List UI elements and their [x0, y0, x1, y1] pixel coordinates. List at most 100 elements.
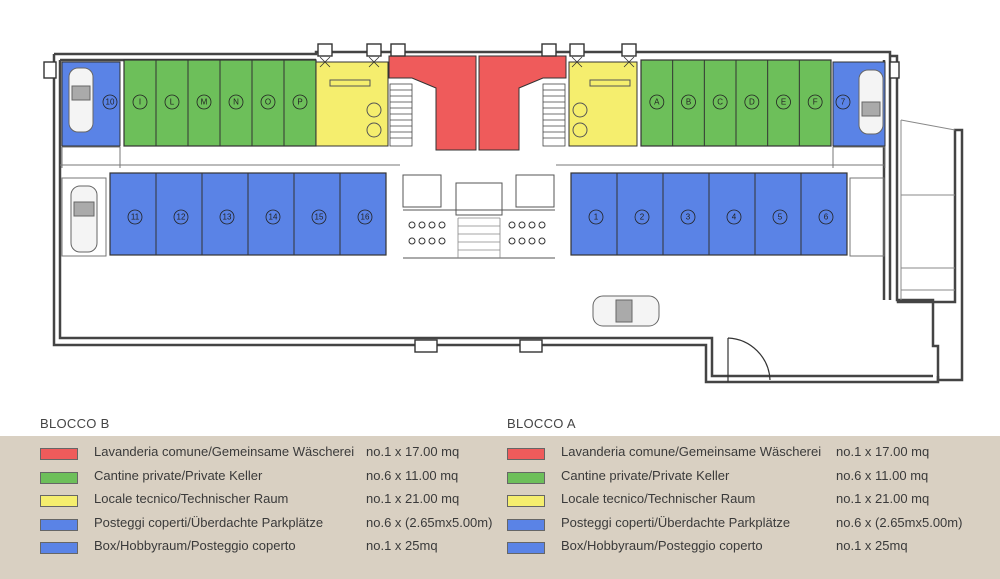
cellar-unit-label: F — [813, 98, 818, 107]
unit-marker — [835, 94, 851, 110]
unit-marker — [726, 209, 742, 225]
cellar-unit-label: N — [233, 98, 239, 107]
parking-unit-label: 5 — [778, 213, 783, 222]
legend-quantity: no.6 x (2.65mx5.00m) — [836, 514, 963, 530]
legend-label: Box/Hobbyraum/Posteggio coperto — [561, 538, 763, 554]
laundry-a — [478, 55, 567, 151]
legend-swatch — [507, 542, 545, 555]
unit-marker — [219, 209, 235, 225]
bike-rack-icon — [408, 221, 546, 245]
exterior-ramp — [900, 119, 956, 300]
block-b-title: BLOCCO B — [40, 416, 110, 431]
cellar-unit-label: O — [265, 98, 271, 107]
unit-marker — [776, 94, 791, 110]
legend-quantity: no.1 x 17.00 mq — [836, 444, 930, 459]
cellar-unit-label: B — [686, 98, 691, 107]
legend-swatch — [40, 518, 78, 531]
legend-quantity: no.1 x 25mq — [836, 538, 908, 554]
legend-label: Box/Hobbyraum/Posteggio coperto — [94, 538, 296, 554]
block-a-title: BLOCCO A — [507, 416, 576, 431]
legend-label: Locale tecnico/Technischer Raum — [561, 491, 756, 507]
legend-quantity: no.1 x 17.00 mq — [366, 444, 460, 459]
box-unit-label: 10 — [106, 98, 115, 107]
legend-quantity: no.6 x (2.65mx5.00m) — [366, 514, 493, 530]
vent-crosses — [319, 56, 635, 68]
car-icon — [68, 67, 94, 133]
unit-marker — [649, 94, 665, 110]
cellar-unit-label: C — [717, 98, 723, 107]
legend-swatch — [507, 495, 545, 508]
unit-marker — [712, 94, 728, 110]
car-icon — [592, 295, 660, 327]
cellar-unit-label: P — [297, 98, 302, 107]
legend-swatch — [40, 542, 78, 555]
door-swing — [727, 337, 771, 382]
parking-unit-label: 4 — [732, 213, 737, 222]
legend-label: Cantine private/Private Keller — [561, 467, 730, 483]
unit-marker — [260, 94, 276, 110]
legend-quantity: no.1 x 21.00 mq — [836, 491, 930, 507]
legend-label: Locale tecnico/Technischer Raum — [94, 491, 289, 507]
parking-unit-label: 16 — [361, 213, 370, 222]
parking-unit-label: 15 — [315, 213, 324, 222]
unit-marker — [818, 209, 834, 225]
unit-marker — [311, 209, 327, 225]
legend-label: Posteggi coperti/Überdachte Parkplätze — [94, 514, 324, 530]
unit-marker — [744, 94, 760, 110]
unit-marker — [807, 94, 823, 110]
cellar-unit-label: I — [139, 98, 141, 107]
unit-marker — [127, 209, 143, 225]
stairs-b — [389, 83, 413, 147]
legend-swatch — [40, 495, 78, 508]
laundry-b — [388, 55, 477, 151]
garage-lines — [60, 146, 886, 257]
cellar-unit-label: D — [749, 98, 755, 107]
unit-marker — [588, 209, 604, 225]
cellar-unit-label: M — [201, 98, 208, 107]
parking-unit-label: 3 — [686, 213, 691, 222]
legend-band — [0, 436, 1000, 579]
unit-marker — [681, 94, 696, 110]
parking-unit-label: 11 — [131, 213, 140, 222]
parking-unit-label: 12 — [177, 213, 186, 222]
parking-unit-label: 1 — [594, 213, 599, 222]
unit-marker — [164, 94, 180, 110]
roof-vents — [43, 43, 900, 353]
legend-label: Posteggi coperti/Überdachte Parkplätze — [561, 514, 791, 530]
legend-swatch — [507, 448, 545, 460]
unit-marker — [228, 94, 244, 110]
unit-marker — [196, 94, 212, 110]
unit-marker — [634, 209, 650, 225]
unit-marker — [102, 94, 118, 110]
technical-equipment — [329, 79, 631, 138]
parking-unit-label: 14 — [269, 213, 278, 222]
legend-quantity: no.6 x 11.00 mq — [366, 467, 459, 483]
cellar-unit-label: E — [781, 98, 786, 107]
legend-quantity: no.1 x 21.00 mq — [366, 491, 460, 507]
unit-marker — [173, 209, 189, 225]
unit-marker — [772, 209, 788, 225]
technical-room-a — [568, 61, 638, 147]
car-icon — [70, 185, 98, 253]
parking-unit-label: 2 — [640, 213, 645, 222]
parking-unit-label: 6 — [824, 213, 829, 222]
unit-marker — [265, 209, 281, 225]
legend-swatch — [507, 518, 545, 531]
legend-quantity: no.6 x 11.00 mq — [836, 467, 929, 483]
legend-swatch — [40, 448, 78, 460]
cellar-unit-label: L — [170, 98, 175, 107]
cellar-unit-label: A — [654, 98, 660, 107]
stair-landing — [457, 217, 501, 258]
stairs-a — [542, 83, 566, 147]
legend-quantity: no.1 x 25mq — [366, 538, 438, 554]
parking-unit-label: 13 — [223, 213, 232, 222]
unit-marker — [292, 94, 308, 110]
legend-label: Lavanderia comune/Gemeinsame Wäscherei — [94, 444, 355, 459]
car-icon — [858, 69, 884, 135]
unit-marker — [680, 209, 696, 225]
unit-marker — [357, 209, 373, 225]
unit-marker — [132, 94, 148, 110]
box-unit-label: 7 — [841, 98, 846, 107]
legend-label: Cantine private/Private Keller — [94, 467, 263, 483]
